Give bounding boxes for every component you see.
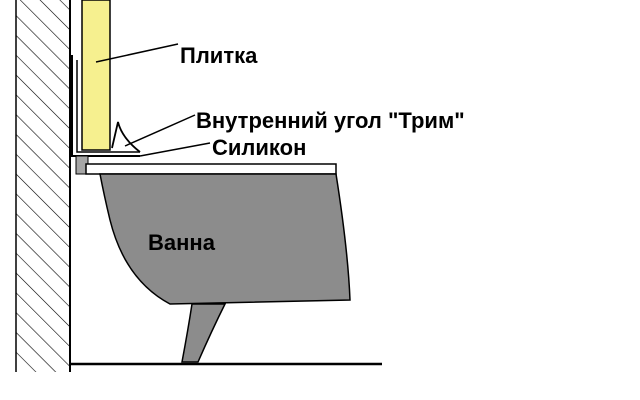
- silicone-leader-line: [139, 142, 211, 157]
- trim-corner-profile: [71, 55, 141, 157]
- tile: [81, 0, 111, 151]
- bathtub-leg: [181, 303, 227, 363]
- bathtub-rim: [85, 163, 337, 175]
- silicone-label: Силикон: [212, 135, 306, 160]
- trim-corner-label: Внутренний угол "Трим": [196, 108, 465, 133]
- tile-label: Плитка: [180, 43, 258, 68]
- trim-leader-line: [124, 114, 196, 147]
- bathtub-label: Ванна: [148, 230, 216, 255]
- tile-leader-line: [95, 43, 179, 63]
- wall: [15, 0, 71, 372]
- bathtub-body: [99, 173, 351, 305]
